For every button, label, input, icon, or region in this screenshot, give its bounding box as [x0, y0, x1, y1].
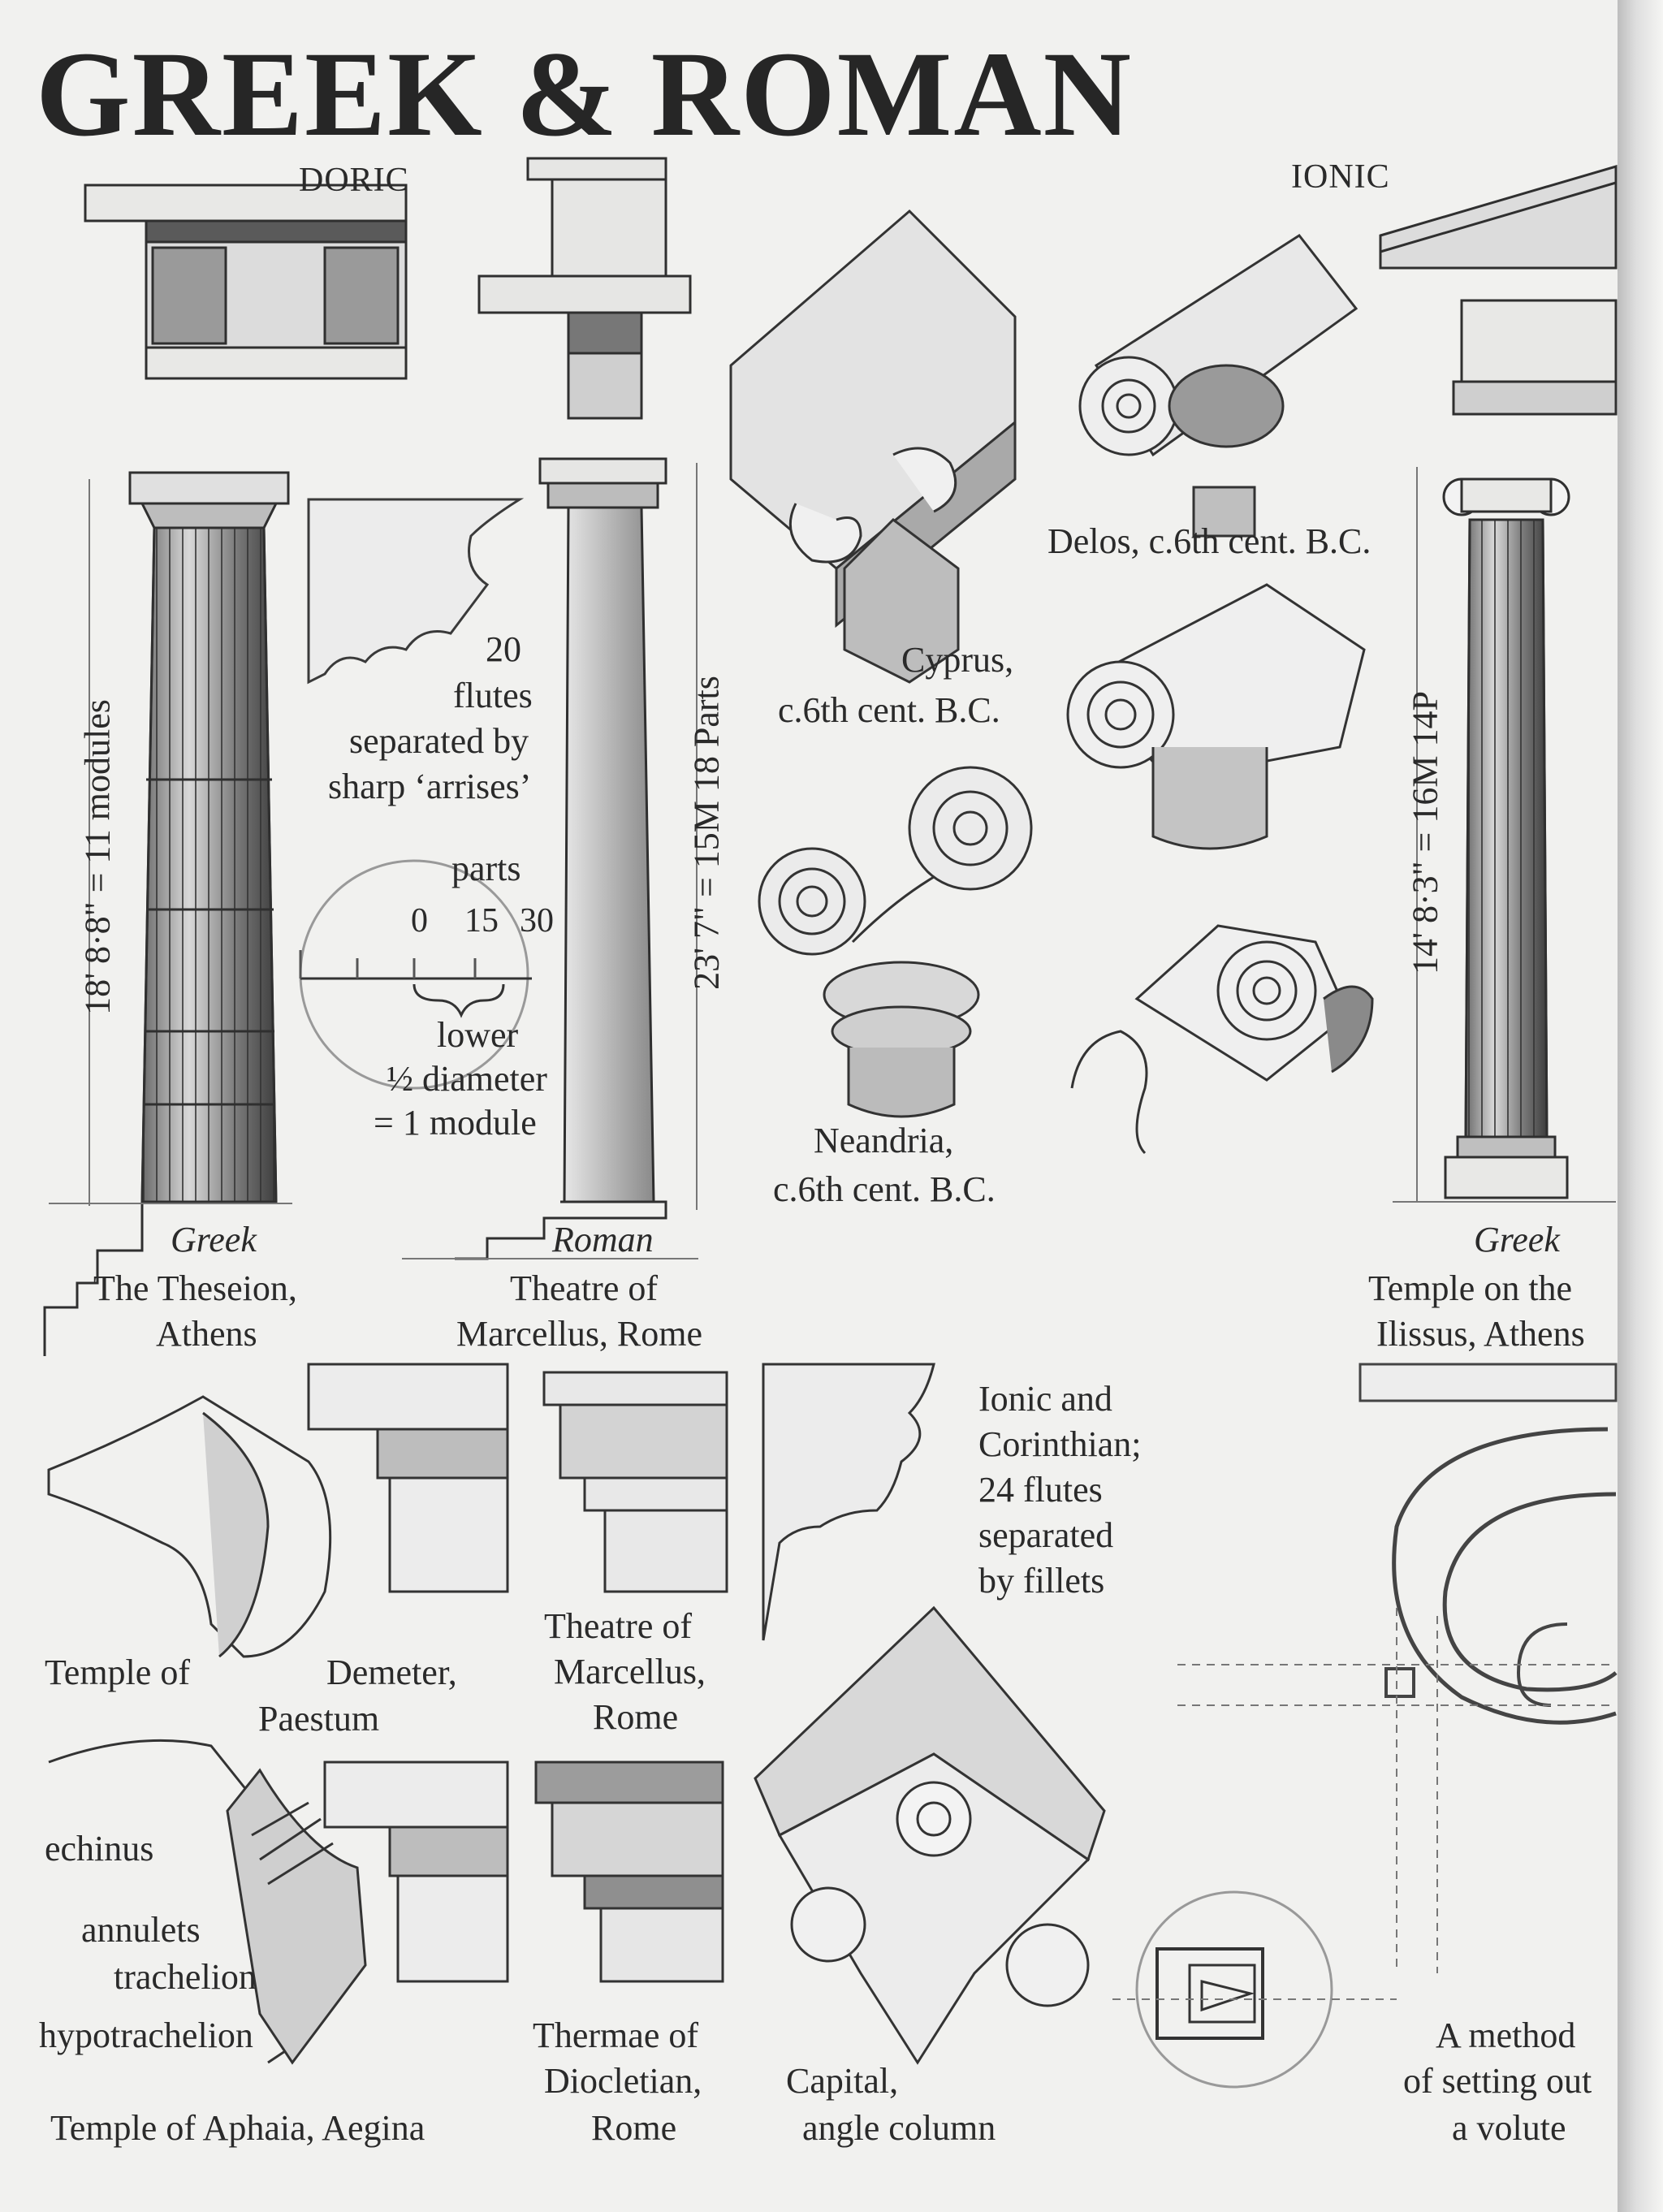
- angle-column-line-1: Capital,: [786, 2061, 899, 2101]
- ionic-flutes-line-1: Ionic and: [978, 1379, 1112, 1419]
- cyprus-line-2: c.6th cent. B.C.: [778, 690, 1000, 730]
- scale-tick-30: 30: [520, 902, 554, 940]
- neandria-line-1: Neandria,: [814, 1121, 954, 1160]
- neandria-capital: [758, 766, 1033, 1118]
- ionic-capital-middle: [1066, 583, 1366, 850]
- ionic-flutes-line-5: by fillets: [978, 1561, 1105, 1601]
- marcellus-line-3: Rome: [593, 1697, 679, 1737]
- aphaia-caption: Temple of Aphaia, Aegina: [50, 2108, 425, 2148]
- marcellus-profile: [542, 1371, 728, 1593]
- theseion-line-2: Athens: [156, 1314, 257, 1354]
- greek-doric-style: Greek: [171, 1220, 257, 1259]
- page-binding-shadow: [1618, 0, 1663, 2212]
- hypotrachelion-label: hypotrachelion: [39, 2015, 253, 2055]
- diocletian-line-1: Thermae of: [533, 2015, 698, 2055]
- diocletian-line-3: Rome: [591, 2108, 677, 2148]
- marcellus-top-line-2: Marcellus, Rome: [456, 1314, 703, 1354]
- flutes-separated: separated by: [349, 721, 529, 761]
- diocletian-line-2: Diocletian,: [544, 2061, 702, 2101]
- plate-title: GREEK & ROMAN: [36, 27, 1133, 162]
- annulets-label: annulets: [81, 1910, 201, 1950]
- greek-ionic-style: Greek: [1474, 1220, 1560, 1259]
- delos-capital: [1078, 233, 1358, 538]
- flutes-count: 20: [486, 629, 521, 669]
- scale-lower: lower: [437, 1015, 519, 1055]
- ionic-flutes-line-4: separated: [978, 1515, 1114, 1555]
- ilissus-line-2: Ilissus, Athens: [1376, 1314, 1585, 1354]
- volute-method-line-1: A method: [1436, 2015, 1576, 2055]
- scale-tick-0: 0: [411, 902, 428, 940]
- flutes-word: flutes: [453, 676, 533, 715]
- neandria-line-2: c.6th cent. B.C.: [773, 1169, 996, 1209]
- flute-profile: [307, 498, 525, 685]
- doric-header: DORIC: [299, 162, 409, 199]
- ionic-flute-profile: [762, 1363, 935, 1641]
- ionic-capital-lower: [1070, 924, 1374, 1155]
- volute-method-line-2: of setting out: [1403, 2061, 1592, 2101]
- demeter-profile: [47, 1395, 332, 1658]
- cyprus-capital: [729, 209, 1017, 684]
- greek-doric-entablature: [84, 184, 408, 380]
- theseion-line-1: The Theseion,: [93, 1268, 297, 1308]
- greek-doric-column: [43, 471, 292, 1356]
- scale-half-diameter: ½ diameter: [387, 1059, 547, 1099]
- marcellus-line-2: Marcellus,: [554, 1652, 706, 1691]
- delos-caption: Delos, c.6th cent. B.C.: [1047, 521, 1371, 561]
- volute-method-line-3: a volute: [1452, 2108, 1566, 2148]
- echinus-label: echinus: [45, 1829, 154, 1869]
- module-scale: [299, 859, 532, 1090]
- ionic-header: IONIC: [1291, 158, 1390, 196]
- marcellus-top-line-1: Theatre of: [510, 1268, 658, 1308]
- demeter-entablature: [307, 1363, 509, 1593]
- angle-column-capital: [754, 1605, 1106, 2065]
- roman-doric-height-label: 23' 7" = 15M 18 Parts: [686, 676, 727, 990]
- greek-doric-height-label: 18' 8·8" = 11 modules: [77, 699, 118, 1015]
- greek-ionic-height-label: 14' 8·3" = 16M 14P: [1405, 691, 1445, 974]
- cyprus-line-1: Cyprus,: [901, 640, 1014, 680]
- volute-construction: [1112, 1363, 1618, 2089]
- aphaia-profile: [48, 1739, 367, 2065]
- trachelion-label: trachelion: [114, 1957, 257, 1997]
- marcellus-line-1: Theatre of: [544, 1606, 692, 1646]
- aphaia-entablature: [323, 1761, 509, 1983]
- ionic-flutes-line-3: 24 flutes: [978, 1470, 1103, 1510]
- scale-tick-15: 15: [464, 902, 499, 940]
- roman-doric-style: Roman: [552, 1220, 654, 1259]
- demeter-caption-b: Demeter,: [326, 1653, 457, 1692]
- diocletian-capital: [534, 1761, 724, 1983]
- demeter-caption-c: Paestum: [258, 1699, 380, 1739]
- demeter-caption-a: Temple of: [45, 1653, 190, 1692]
- ilissus-line-1: Temple on the: [1368, 1268, 1573, 1308]
- scale-module: = 1 module: [374, 1103, 537, 1143]
- scale-parts-label: parts: [451, 849, 521, 888]
- ionic-flutes-line-2: Corinthian;: [978, 1424, 1142, 1464]
- roman-doric-column: [402, 157, 698, 1260]
- angle-column-line-2: angle column: [802, 2108, 996, 2148]
- greek-ionic-column: [1379, 164, 1618, 1203]
- flutes-arrises: sharp ‘arrises’: [328, 767, 532, 806]
